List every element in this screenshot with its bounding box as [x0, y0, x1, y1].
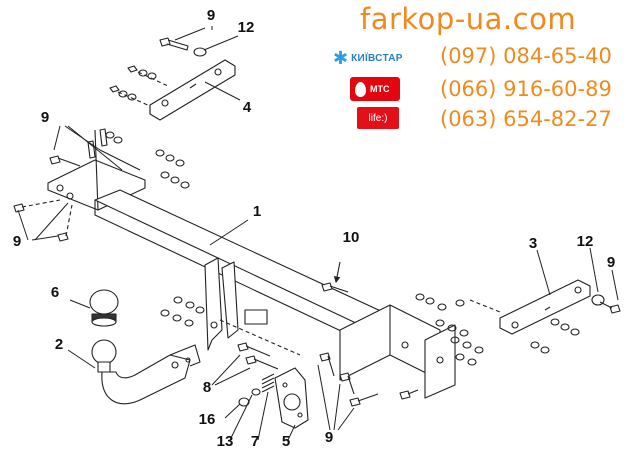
- bracket-3: [499, 279, 591, 354]
- callout-9: 9: [606, 254, 616, 271]
- callout-1: 1: [252, 203, 262, 220]
- bolts-bottom-9: [319, 352, 419, 407]
- operator-life-logo: life:): [357, 107, 399, 129]
- phone-life: (063) 654-82-27: [440, 107, 612, 131]
- washers-nuts-top: [109, 65, 169, 107]
- callout-4: 4: [242, 99, 252, 116]
- washers-nuts-center: [160, 296, 301, 370]
- callout-3: 3: [528, 235, 538, 252]
- center-plates: [204, 257, 268, 351]
- washers-nuts-right: [415, 293, 501, 366]
- callout-7: 7: [250, 433, 260, 450]
- brand-title: farkop-ua.com: [360, 2, 577, 36]
- phone-kyivstar: (097) 084-65-40: [440, 44, 612, 68]
- operator-name: life:): [368, 112, 388, 124]
- ball-cap-6: [89, 289, 119, 327]
- bolt-right-12-9: [591, 294, 621, 314]
- callout-9: 9: [206, 7, 216, 24]
- callout-8: 8: [202, 379, 212, 396]
- leader-lines: [17, 26, 619, 441]
- right-bracket: [339, 304, 456, 399]
- callout-5: 5: [281, 433, 291, 450]
- socket-plate-5: [274, 367, 309, 429]
- bolt-10: [321, 261, 349, 293]
- callout-9: 9: [40, 109, 50, 126]
- operator-name: КИЇВСТАР: [351, 52, 403, 64]
- operator-kyivstar-logo: ✱ КИЇВСТАР: [333, 47, 443, 69]
- callout-10: 10: [342, 229, 360, 246]
- callout-16: 16: [198, 411, 216, 428]
- callout-2: 2: [54, 336, 64, 353]
- callout-6: 6: [50, 284, 60, 301]
- tow-ball-2: [91, 339, 201, 405]
- callout-12: 12: [576, 233, 594, 250]
- bracket-4: [149, 59, 236, 121]
- star-icon: ✱: [333, 48, 349, 68]
- callout-9: 9: [324, 429, 334, 446]
- callout-13: 13: [216, 433, 234, 450]
- bolts-left-9: [13, 128, 190, 242]
- small-parts-16-13-7: [238, 373, 275, 407]
- bolt-top-9: [159, 37, 207, 57]
- operator-mts-logo: МТС: [350, 77, 400, 101]
- callout-9: 9: [12, 233, 22, 250]
- phone-mts: (066) 916-60-89: [440, 77, 612, 101]
- callout-12: 12: [237, 19, 255, 36]
- operator-name: МТС: [370, 84, 390, 94]
- egg-icon: [355, 81, 366, 97]
